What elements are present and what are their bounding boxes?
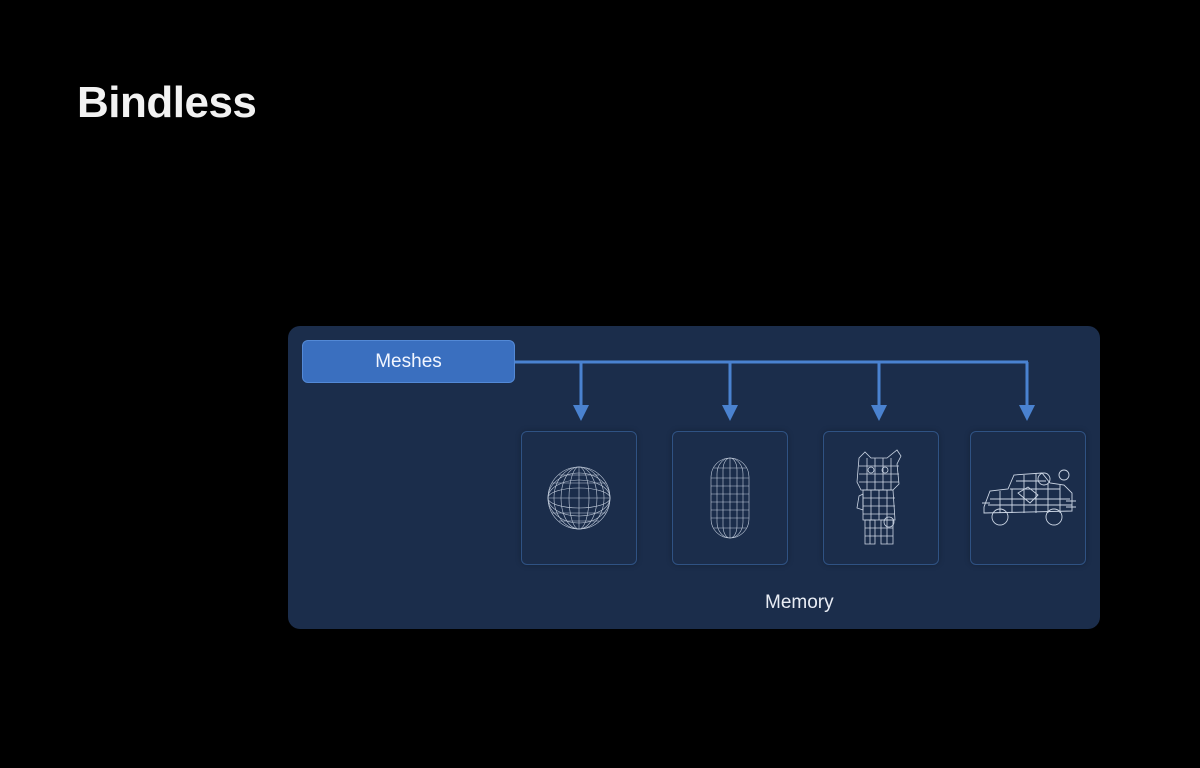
wireframe-sphere-icon <box>547 466 611 530</box>
memory-label: Memory <box>765 592 834 613</box>
meshes-buffer-box: Meshes <box>302 340 515 383</box>
wireframe-character-icon <box>856 449 902 545</box>
mesh-card-character <box>823 431 939 565</box>
wireframe-vehicle-icon <box>982 469 1076 526</box>
mesh-card-capsule <box>672 431 788 565</box>
mesh-card-vehicle <box>970 431 1086 565</box>
slide-title: Bindless <box>77 78 257 127</box>
wireframe-capsule-icon <box>710 457 750 539</box>
mesh-card-sphere <box>521 431 637 565</box>
